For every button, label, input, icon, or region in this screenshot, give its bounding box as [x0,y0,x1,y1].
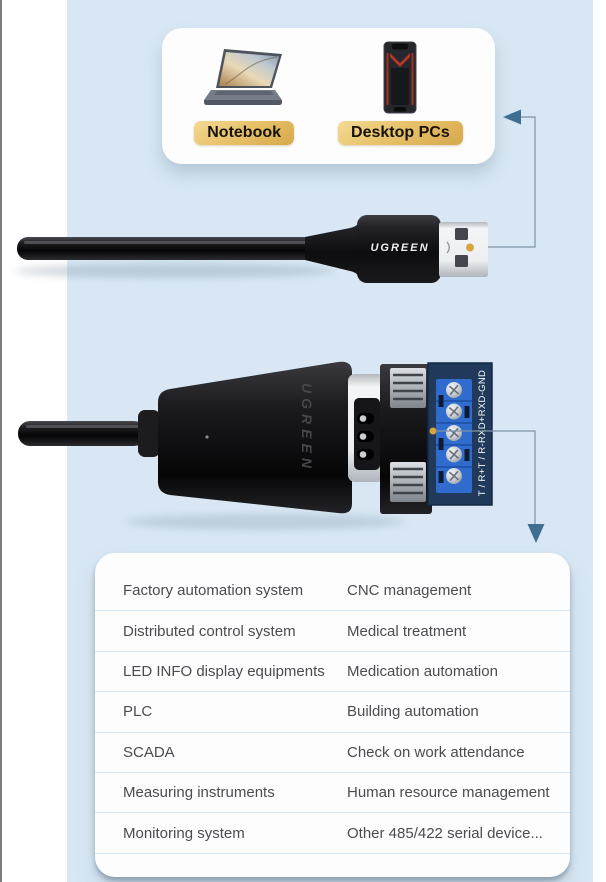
application-item: Distributed control system [123,622,296,640]
arrow-line [437,430,536,524]
notebook-label: Notebook [194,121,295,145]
adapter-gold-dot [429,427,437,435]
compatible-devices-card: Notebook Desktop PCs [162,28,495,164]
arrow-to-computers [487,109,536,248]
application-row: Factory automation system CNC management [95,571,570,612]
application-item: SCADA [123,743,175,761]
terminal-block-board: T / R+T / R-RXD+RXD-GND [427,362,493,506]
usb-cable-shadow [15,264,335,278]
usb-metal-shell [439,222,488,277]
terminal-slot [438,438,444,450]
application-item: Human resource management [347,784,550,802]
usb-gold-dot [466,243,474,252]
usb-strain-relief [305,217,360,282]
usb-contact-hole-top [455,228,468,240]
db9-pin [359,433,367,440]
terminal-screws [446,382,462,484]
usb-contact-hole-bottom [455,255,468,267]
serial-adapter-assembly: UGREEN [18,361,493,530]
housing-pin-dot [205,435,209,439]
device-col-desktop: Desktop PCs [338,40,463,164]
desktop-pcs-label: Desktop PCs [338,121,463,145]
arrow-head-down-icon [527,524,545,543]
application-item: Medical treatment [347,622,467,640]
db9-pin [359,415,367,422]
db9-housing [158,361,352,514]
application-row: SCADA Check on work attendance [95,733,570,773]
application-item: Check on work attendance [347,743,525,761]
terminal-slot [464,406,470,418]
desktop-image-wrap [380,40,420,116]
serial-brand-label: UGREEN [299,383,315,473]
application-item: Monitoring system [123,824,245,842]
serial-cable [18,421,146,446]
application-item: PLC [123,703,153,721]
serial-cable-highlight [26,425,140,428]
db9-connector [348,374,384,482]
applications-card: Factory automation system CNC management… [95,553,570,877]
application-item: Medication automation [347,662,498,680]
arrow-to-applications [437,430,545,543]
arrow-line [487,116,536,248]
application-row: LED INFO display equipments Medication a… [95,652,570,693]
laptop-image-wrap [203,40,285,116]
db9-pin [359,451,367,458]
usb-cable [17,237,317,260]
application-item: CNC management [347,582,472,600]
application-item: Factory automation system [123,582,304,600]
application-item: LED INFO display equipments [123,662,325,680]
terminal-pinout-label: T / R+T / R-RXD+RXD-GND [477,370,488,496]
clamp-ridges [393,467,423,495]
laptop-icon [204,49,283,105]
usb-brand-label: UGREEN [370,242,429,254]
application-row: PLC Building automation [95,692,570,733]
usb-cable-highlight [24,241,310,244]
device-col-notebook: Notebook [194,40,295,164]
application-item: Building automation [347,703,479,721]
terminal-adapter [380,364,432,514]
usb-shell-mark [446,241,450,254]
application-row: Measuring instruments Human resource man… [95,773,570,814]
terminal-separators [436,400,472,468]
serial-shadow [125,514,405,530]
usb-cable-assembly: UGREEN [15,215,488,283]
clamp-ridges [393,373,423,401]
terminal-slot [464,449,470,461]
usb-plug-body [357,215,441,283]
terminal-slot [438,395,444,407]
application-row: Distributed control system Medical treat… [95,611,570,652]
desktop-tower-icon [383,41,417,114]
page-left-edge [0,0,2,882]
terminal-slot [438,471,444,483]
application-row: Monitoring system Other 485/422 serial d… [95,813,570,854]
serial-cable-collar [138,410,160,457]
application-item: Other 485/422 serial device... [347,824,543,842]
arrow-head-left-icon [503,109,521,125]
application-item: Measuring instruments [123,784,275,802]
